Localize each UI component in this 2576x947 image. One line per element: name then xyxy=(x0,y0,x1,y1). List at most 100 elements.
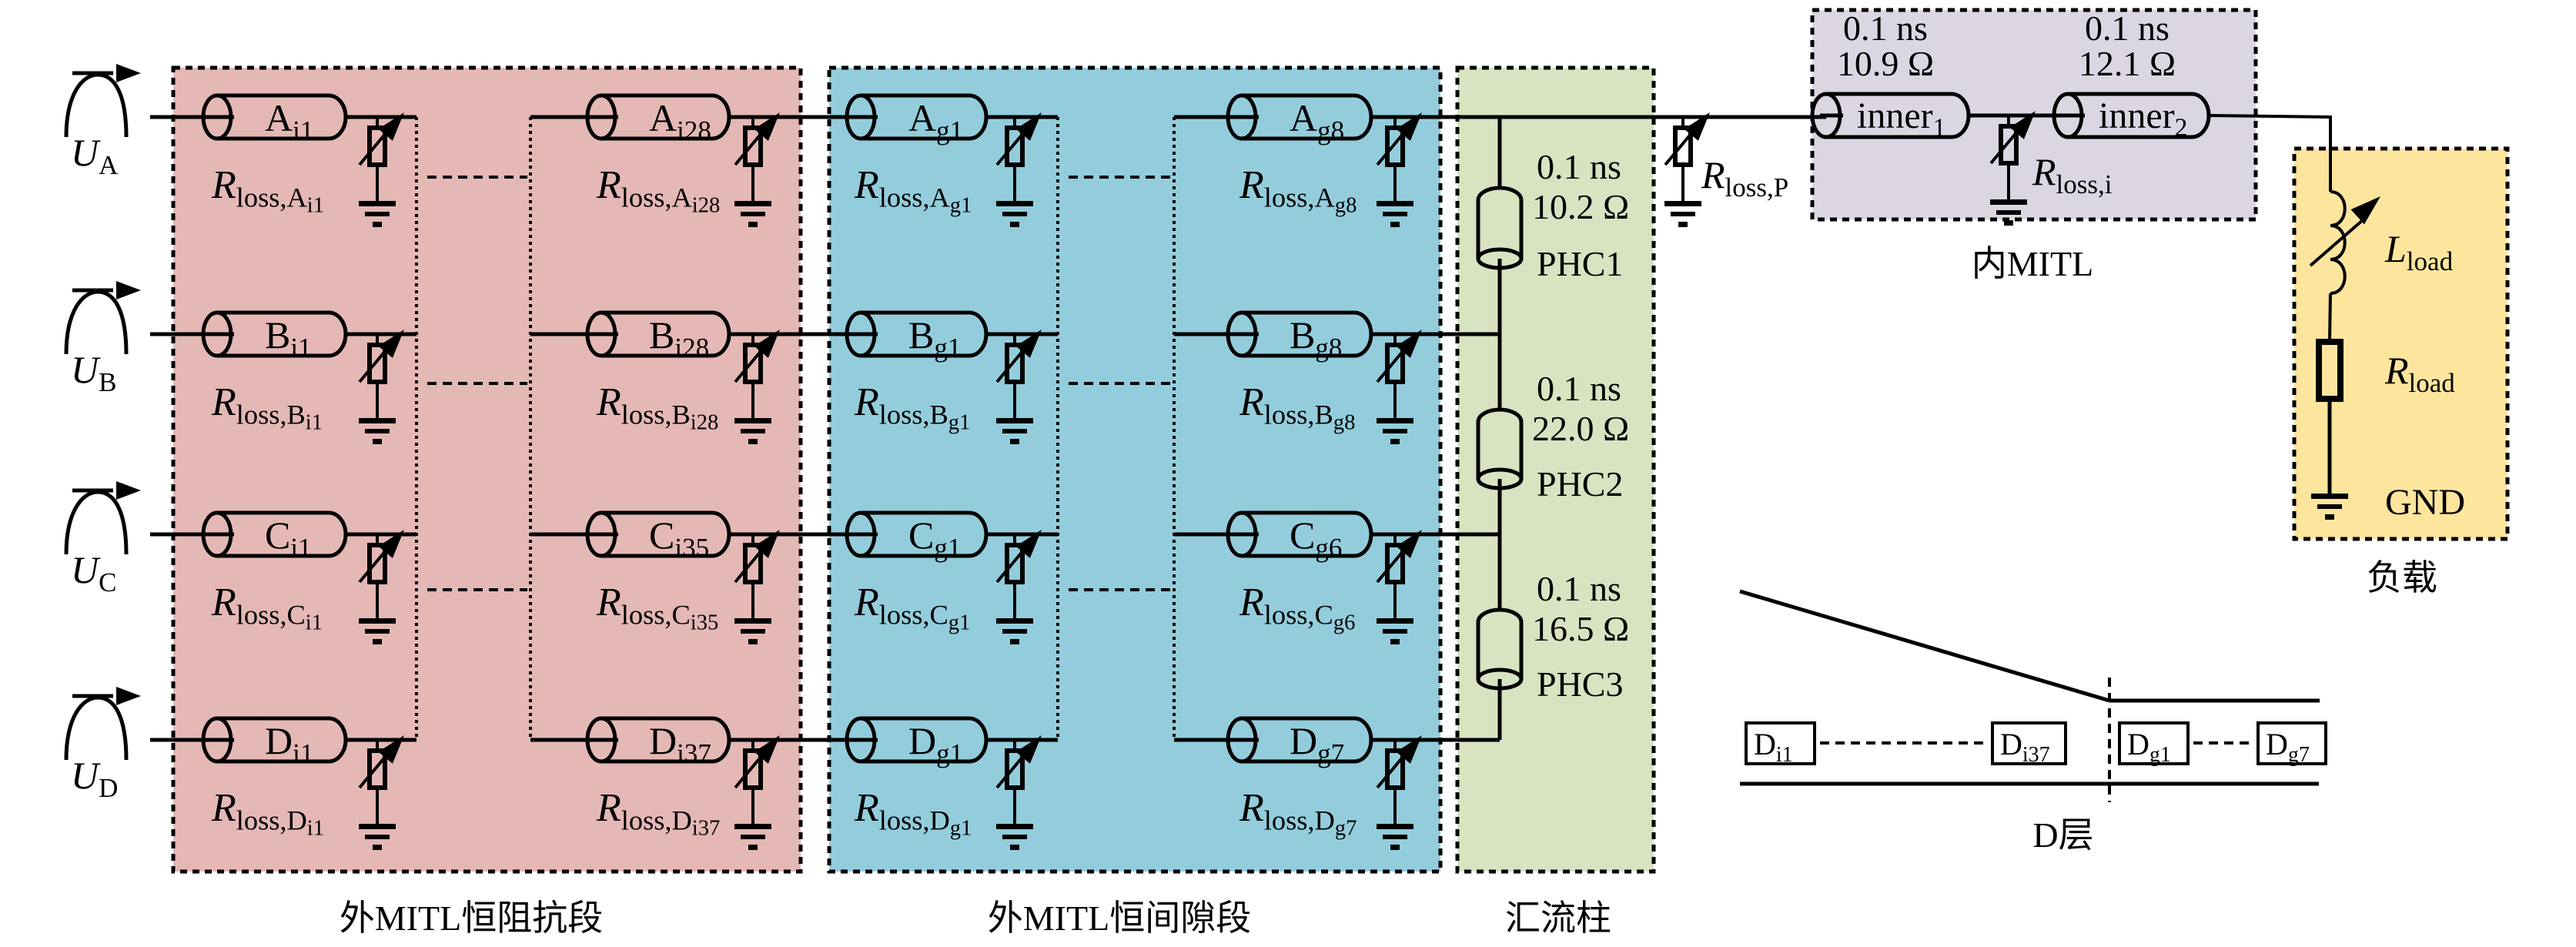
loss-resistor-label-bi1: Rloss,Bi1 xyxy=(211,380,323,435)
arrow-head xyxy=(1015,112,1042,141)
cylinder-cap xyxy=(201,716,233,764)
inner-mitl-delay-1: 0.1 ns xyxy=(1843,8,1928,48)
ground-bar xyxy=(2311,494,2348,499)
inner-mitl-impedance-2: 12.1 Ω xyxy=(2079,44,2176,83)
ground-bar xyxy=(1010,439,1019,444)
loss-resistor-label-bg8: Rloss,Bg8 xyxy=(1239,380,1355,435)
transmission-line-cg6 xyxy=(1226,510,1373,558)
cylinder-cap xyxy=(585,310,617,358)
inner-mitl-delay-2: 0.1 ns xyxy=(2085,8,2170,48)
convolute-name-2: PHC2 xyxy=(1537,464,1623,504)
ground-bar xyxy=(1377,618,1413,624)
cylinder-cap xyxy=(201,310,233,358)
ground-icon xyxy=(1990,199,2027,226)
transmission-line-bi28 xyxy=(585,310,731,358)
transmission-line-di37 xyxy=(585,716,731,764)
ground-bar xyxy=(365,212,390,216)
ground-bar xyxy=(1002,629,1027,634)
ground-bar xyxy=(996,201,1033,206)
loss-resistor-label-di1: Rloss,Di1 xyxy=(211,786,324,841)
loss-resistor-label-ai1: Rloss,Ai1 xyxy=(211,163,324,218)
load-inductor-label: Lload xyxy=(2384,227,2454,276)
cylinder-body xyxy=(2068,92,2211,139)
ground-bar xyxy=(1377,418,1413,423)
section-label-outer-impedance: 外MITL恒阻抗段 xyxy=(340,898,603,938)
loss-resistor-label-dg1: Rloss,Dg1 xyxy=(854,786,972,841)
components xyxy=(64,64,2380,850)
cylinder-cap xyxy=(585,510,617,558)
cylinder-cap xyxy=(1226,716,1258,764)
arrow-head xyxy=(754,330,780,358)
arrow-head xyxy=(378,735,404,764)
ground-bar xyxy=(996,824,1033,829)
cylinder-body xyxy=(1826,92,1971,139)
cylinder-body xyxy=(601,93,731,141)
ground-bar xyxy=(365,429,390,433)
ground-icon xyxy=(996,418,1033,444)
d-layer-box-1 xyxy=(1745,721,1816,765)
transmission-line-ci1 xyxy=(201,510,348,558)
loss-resistor-label-ci1: Rloss,Ci1 xyxy=(211,581,323,635)
inner-mitl-line-1 xyxy=(1810,92,1971,139)
ground-icon xyxy=(996,824,1033,850)
ground-bar xyxy=(741,212,765,216)
source-arc xyxy=(64,695,129,761)
ground-bar xyxy=(734,418,771,423)
cylinder-body xyxy=(1242,93,1373,141)
arrow-head xyxy=(116,687,141,705)
cylinder-body xyxy=(861,716,989,764)
convolute-impedance-2: 22.0 Ω xyxy=(1532,409,1629,448)
cylinder-body xyxy=(601,310,731,358)
transmission-line-ci35 xyxy=(585,510,731,558)
resistor-body xyxy=(1005,543,1025,584)
arrow-head xyxy=(116,281,141,299)
resistor-body xyxy=(367,543,387,584)
section-label-outer-gap: 外MITL恒间隙段 xyxy=(988,898,1251,938)
ground-bar xyxy=(1002,429,1027,433)
ground-bar xyxy=(1377,824,1413,829)
d-layer-box-3 xyxy=(2118,721,2190,765)
variable-inductor-icon xyxy=(2309,190,2380,295)
transmission-line-label-bi28: Bi28 xyxy=(649,313,709,363)
ground-bar xyxy=(2004,220,2013,226)
ground-bar xyxy=(1390,222,1400,227)
ground-bar xyxy=(2317,504,2342,509)
transmission-line-bg1 xyxy=(845,310,989,358)
ground-bar xyxy=(741,429,765,433)
ground-icon xyxy=(359,824,396,850)
ground-icon xyxy=(1377,824,1413,850)
ground-bar xyxy=(373,222,382,227)
resistor-body xyxy=(1005,343,1025,384)
resistor-body xyxy=(743,543,763,584)
post-hole-convolute-2 xyxy=(1476,407,1524,490)
resistor-body xyxy=(1005,748,1025,790)
ground-icon xyxy=(996,618,1033,644)
source-arc xyxy=(64,490,129,555)
voltage-source-d xyxy=(64,687,141,761)
arrow-head xyxy=(2009,111,2036,139)
ground-bar xyxy=(373,439,382,444)
loss-resistor-label-bg1: Rloss,Bg1 xyxy=(854,380,970,435)
ground-icon xyxy=(1377,618,1413,644)
convolute-delay-1: 0.1 ns xyxy=(1537,147,1621,186)
convolute-name-3: PHC3 xyxy=(1537,664,1623,704)
cylinder-cap xyxy=(2052,92,2084,139)
inductor-coil xyxy=(2330,190,2347,295)
convolute-name-1: PHC1 xyxy=(1537,244,1623,283)
ground-bar xyxy=(734,618,771,624)
voltage-source-b xyxy=(64,281,141,355)
cylinder-body xyxy=(861,310,989,358)
ground-icon xyxy=(996,201,1033,227)
ground-bar xyxy=(1010,639,1019,644)
resistor-body xyxy=(1005,125,1025,167)
cylinder-cap xyxy=(585,716,617,764)
ground-bar xyxy=(1383,429,1407,433)
ground-bar xyxy=(365,835,390,839)
transmission-line-label-cg6: Cg6 xyxy=(1290,514,1342,563)
d-layer-box-2 xyxy=(1991,721,2067,765)
inner-mitl-impedance-1: 10.9 Ω xyxy=(1837,44,1934,83)
arrow-head xyxy=(378,530,404,558)
adjust-stroke xyxy=(2309,218,2365,267)
arrow-head xyxy=(1015,735,1042,764)
loss-resistor-di1 xyxy=(358,735,404,850)
